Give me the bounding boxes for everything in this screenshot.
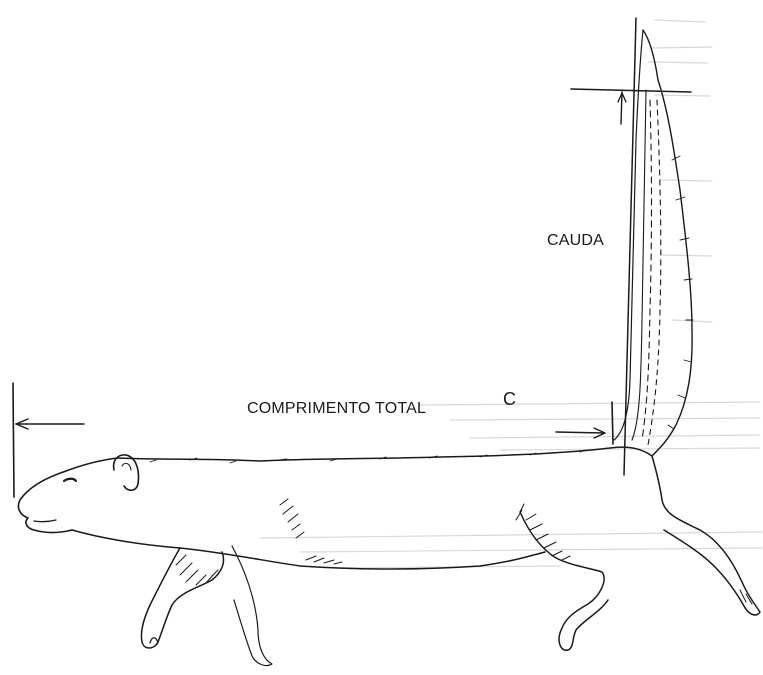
total-length-label: COMPRIMENTO TOTAL [247, 400, 426, 418]
head-outline [18, 458, 118, 533]
background-bleedthrough [260, 20, 762, 568]
nose-reference-line [13, 383, 14, 497]
tail-bone-dashed [642, 100, 652, 440]
extended-hind-leg [652, 456, 760, 615]
tail-label: CAUDA [547, 232, 604, 250]
tail-reference-line [624, 18, 636, 475]
tail-base-arrow [556, 432, 604, 433]
hind-leg [520, 512, 608, 650]
tail-tip-line [571, 89, 691, 92]
ear [114, 455, 139, 490]
point-c-label: C [503, 389, 516, 410]
tail-base-tick [612, 402, 613, 444]
front-leg [141, 548, 223, 648]
mouth [34, 520, 56, 522]
tail-outline [643, 30, 692, 456]
eye [64, 479, 76, 481]
tail-tip-arrow [621, 92, 622, 124]
